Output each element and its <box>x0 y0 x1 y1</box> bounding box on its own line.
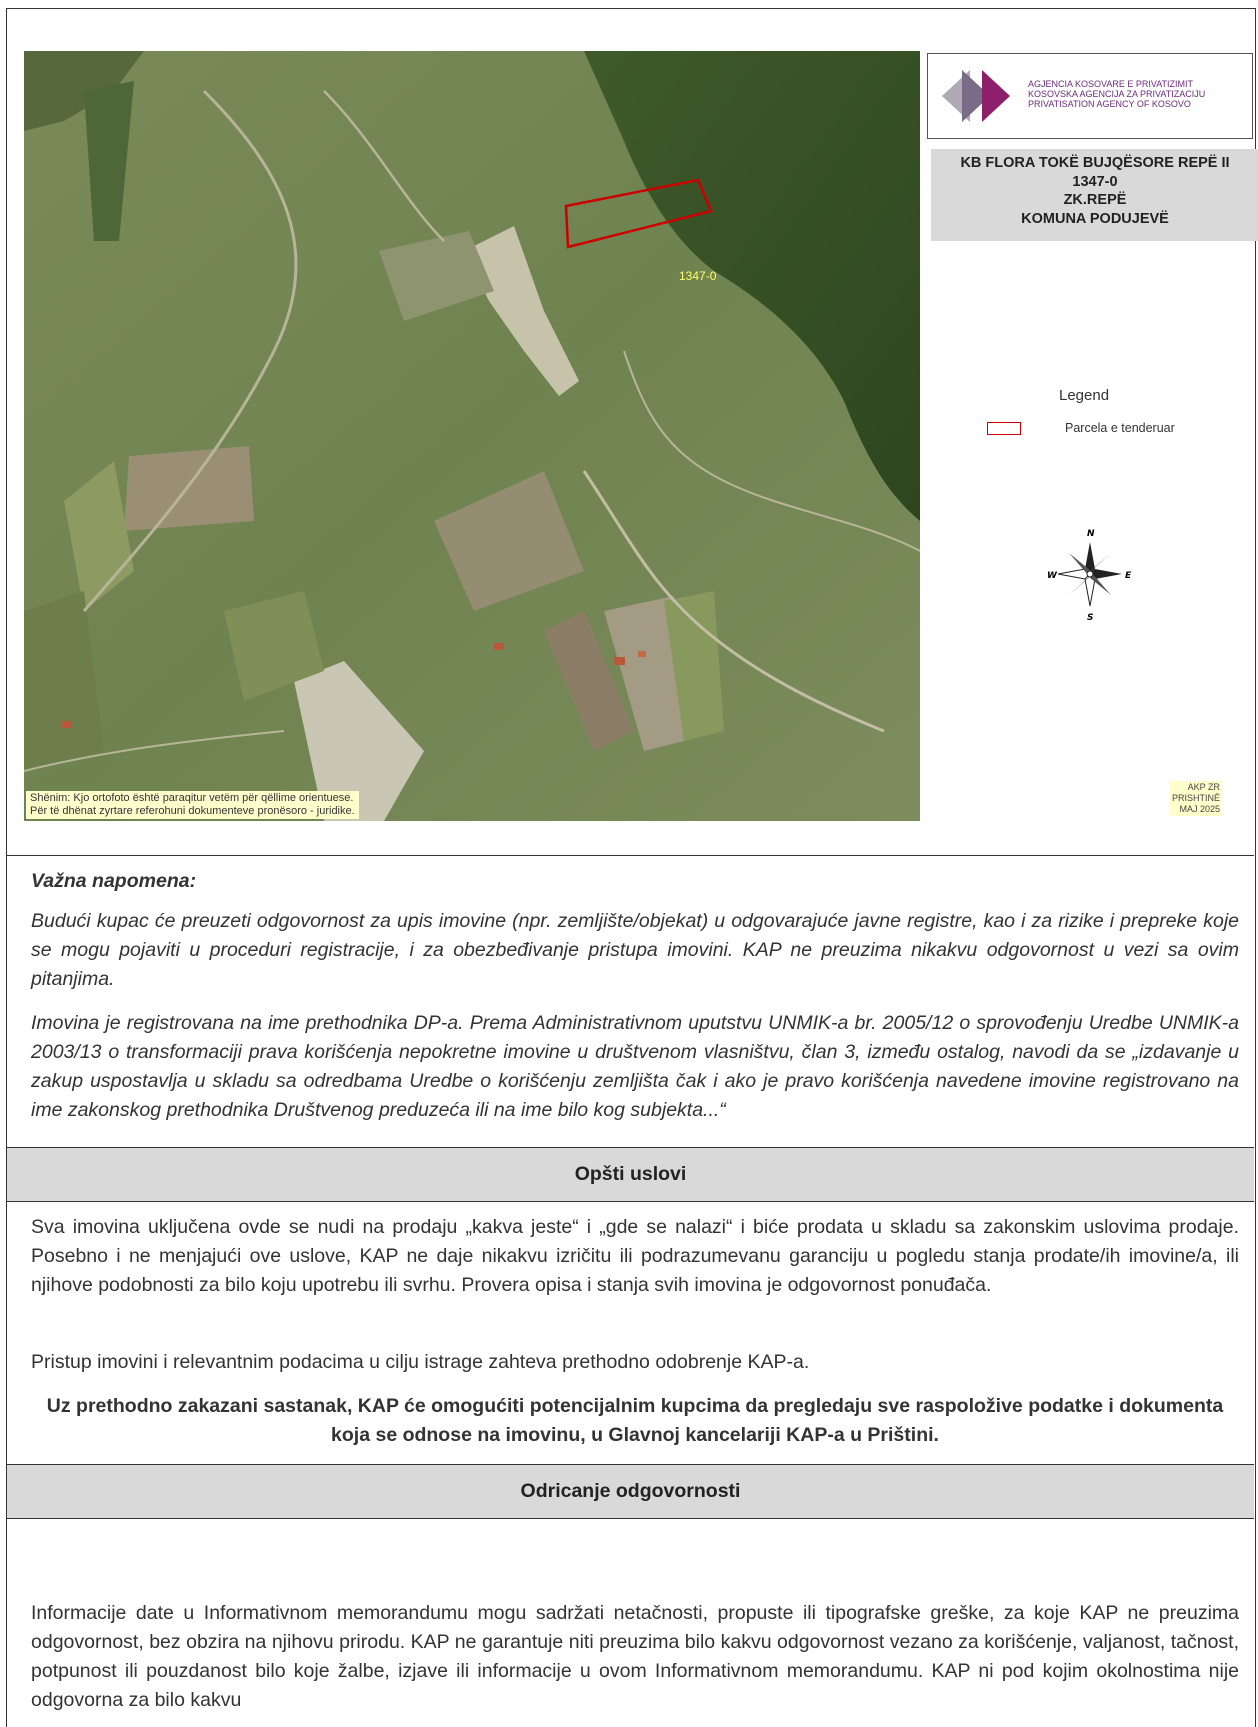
map-title-line-4: KOMUNA PODUJEVË <box>1021 210 1169 227</box>
agency-name-line-3: PRIVATISATION AGENCY OF KOSOVO <box>1028 99 1191 109</box>
map-section: 1347-0 Shënim: Kjo ortofoto është paraqi… <box>7 9 1258 856</box>
orthophoto-map: 1347-0 Shënim: Kjo ortofoto është paraqi… <box>24 51 920 821</box>
map-title-box: KB FLORA TOKË BUJQËSORE REPË II 1347-0 Z… <box>931 149 1258 241</box>
map-note-line-1: Shënim: Kjo ortofoto është paraqitur vet… <box>30 792 354 804</box>
compass-s: S <box>1087 613 1093 623</box>
legend-label: Parcela e tenderuar <box>1065 421 1175 435</box>
page-frame: 1347-0 Shënim: Kjo ortofoto është paraqi… <box>6 8 1258 1727</box>
compass-icon: N S W E <box>1047 529 1132 623</box>
parcel-outline <box>564 178 713 249</box>
agency-logo-icon <box>942 70 1010 122</box>
agency-name: AGJENCIA KOSOVARE E PRIVATIZIMIT KOSOVSK… <box>1028 79 1205 109</box>
agency-logo-box: AGJENCIA KOSOVARE E PRIVATIZIMIT KOSOVSK… <box>927 53 1253 139</box>
map-title-line-3: ZK.REPË <box>1063 192 1127 208</box>
compass-rose: N S W E <box>1045 524 1135 624</box>
general-conditions-heading: Opšti uslovi <box>7 1147 1254 1202</box>
stamp-line-2: MAJ 2025 <box>1179 804 1220 814</box>
disclaimer-paragraph-1: Informacije date u Informativnom memoran… <box>31 1602 1239 1711</box>
parcel-label: 1347-0 <box>679 269 717 283</box>
notice-paragraph-1: Budući kupac će preuzeti odgovornost za … <box>31 910 1239 990</box>
map-title-line-1: KB FLORA TOKË BUJQËSORE REPË II <box>960 155 1230 171</box>
legend-swatch <box>987 422 1021 435</box>
agency-name-line-2: KOSOVSKA AGENCIJA ZA PRIVATIZACIJU <box>1028 89 1206 99</box>
compass-w: W <box>1047 571 1058 581</box>
general-paragraph-1: Sva imovina uključena ovde se nudi na pr… <box>31 1216 1239 1296</box>
notice-heading: Važna napomena: <box>31 870 197 892</box>
map-title-line-2: 1347-0 <box>1072 173 1118 190</box>
agency-name-line-1: AGJENCIA KOSOVARE E PRIVATIZIMIT <box>1028 79 1194 89</box>
compass-n: N <box>1087 529 1095 539</box>
map-note: Shënim: Kjo ortofoto është paraqitur vet… <box>26 791 359 819</box>
aerial-photo-image <box>24 51 920 821</box>
general-paragraph-2: Pristup imovini i relevantnim podacima u… <box>31 1351 810 1373</box>
notice-paragraph-2: Imovina je registrovana na ime prethodni… <box>31 1012 1239 1121</box>
compass-e: E <box>1125 571 1132 581</box>
map-note-line-2: Për të dhënat zyrtare referohuni dokumen… <box>30 805 355 817</box>
stamp-line-1: AKP ZR PRISHTINË <box>1172 782 1221 803</box>
legend-title: Legend <box>1059 387 1110 404</box>
map-stamp: AKP ZR PRISHTINË MAJ 2025 <box>1170 781 1222 816</box>
general-paragraph-3: Uz prethodno zakazani sastanak, KAP će o… <box>46 1395 1224 1446</box>
disclaimer-heading: Odricanje odgovornosti <box>7 1464 1254 1519</box>
